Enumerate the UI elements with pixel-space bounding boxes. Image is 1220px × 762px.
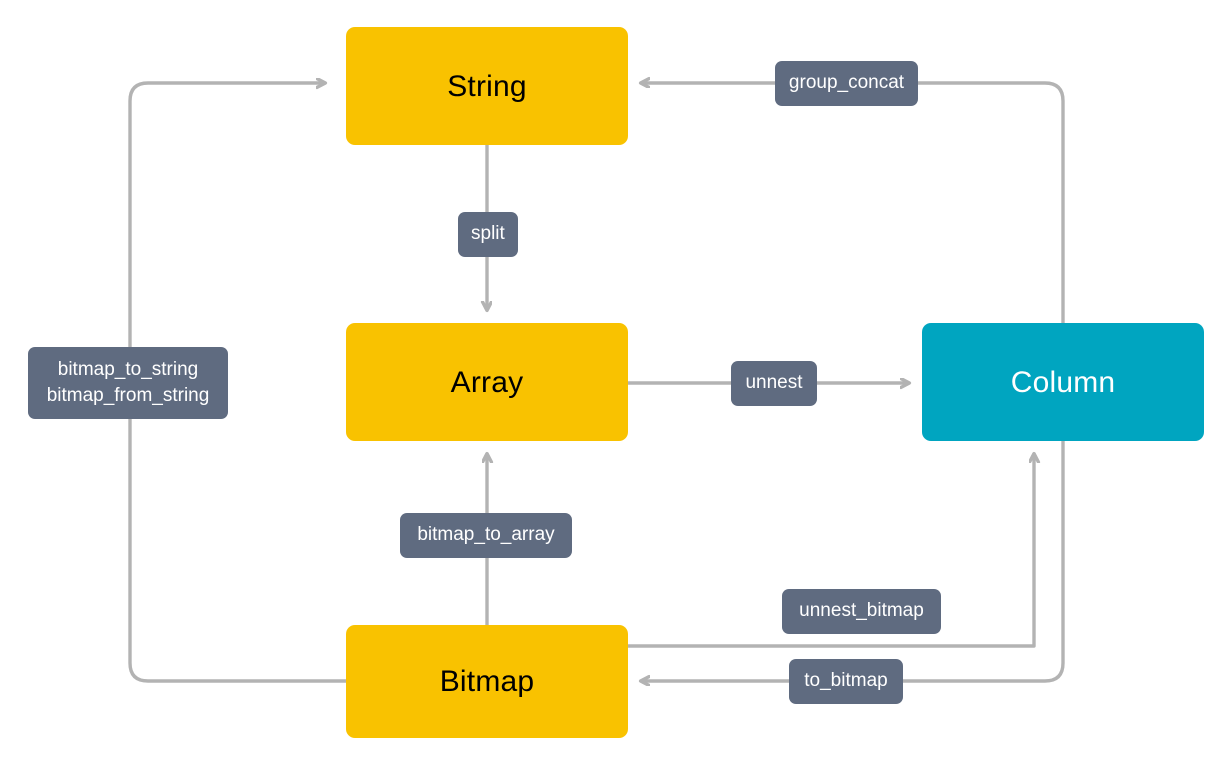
edge-label-to-bitmap[interactable]: to_bitmap (789, 659, 903, 704)
edge-label-bitmap-to-array-line-0: bitmap_to_array (417, 524, 555, 546)
edge-group-concat-path (641, 83, 1065, 323)
edge-label-group-concat-line-0: group_concat (788, 72, 905, 94)
edge-label-bitmap-to-array[interactable]: bitmap_to_array (400, 513, 572, 558)
node-column-label: Column (1010, 365, 1116, 399)
edge-label-bitmap-string[interactable]: bitmap_to_string bitmap_from_string (28, 347, 228, 419)
edge-label-split[interactable]: split (458, 212, 518, 257)
node-string-label: String (447, 69, 527, 103)
edge-label-bitmap-string-line-0: bitmap_to_string (57, 358, 199, 380)
edge-label-group-concat[interactable]: group_concat (775, 61, 918, 106)
node-array[interactable]: Array (346, 323, 628, 441)
edge-label-unnest-bitmap-line-0: unnest_bitmap (799, 600, 924, 622)
node-bitmap[interactable]: Bitmap (346, 625, 628, 738)
node-string[interactable]: String (346, 27, 628, 145)
node-bitmap-label: Bitmap (439, 665, 535, 698)
edge-label-unnest[interactable]: unnest (731, 361, 817, 406)
edge-label-split-line-0: split (471, 223, 505, 245)
edge-to-bitmap-path (641, 441, 1065, 681)
edge-label-unnest-line-0: unnest (745, 372, 803, 394)
edge-unnest-bitmap-path (628, 454, 1034, 648)
node-column[interactable]: Column (922, 323, 1204, 441)
edge-label-bitmap-string-line-1: bitmap_from_string (46, 385, 210, 406)
edge-label-unnest-bitmap[interactable]: unnest_bitmap (782, 589, 941, 634)
node-array-label: Array (450, 365, 524, 399)
edge-label-to-bitmap-line-0: to_bitmap (804, 670, 888, 692)
